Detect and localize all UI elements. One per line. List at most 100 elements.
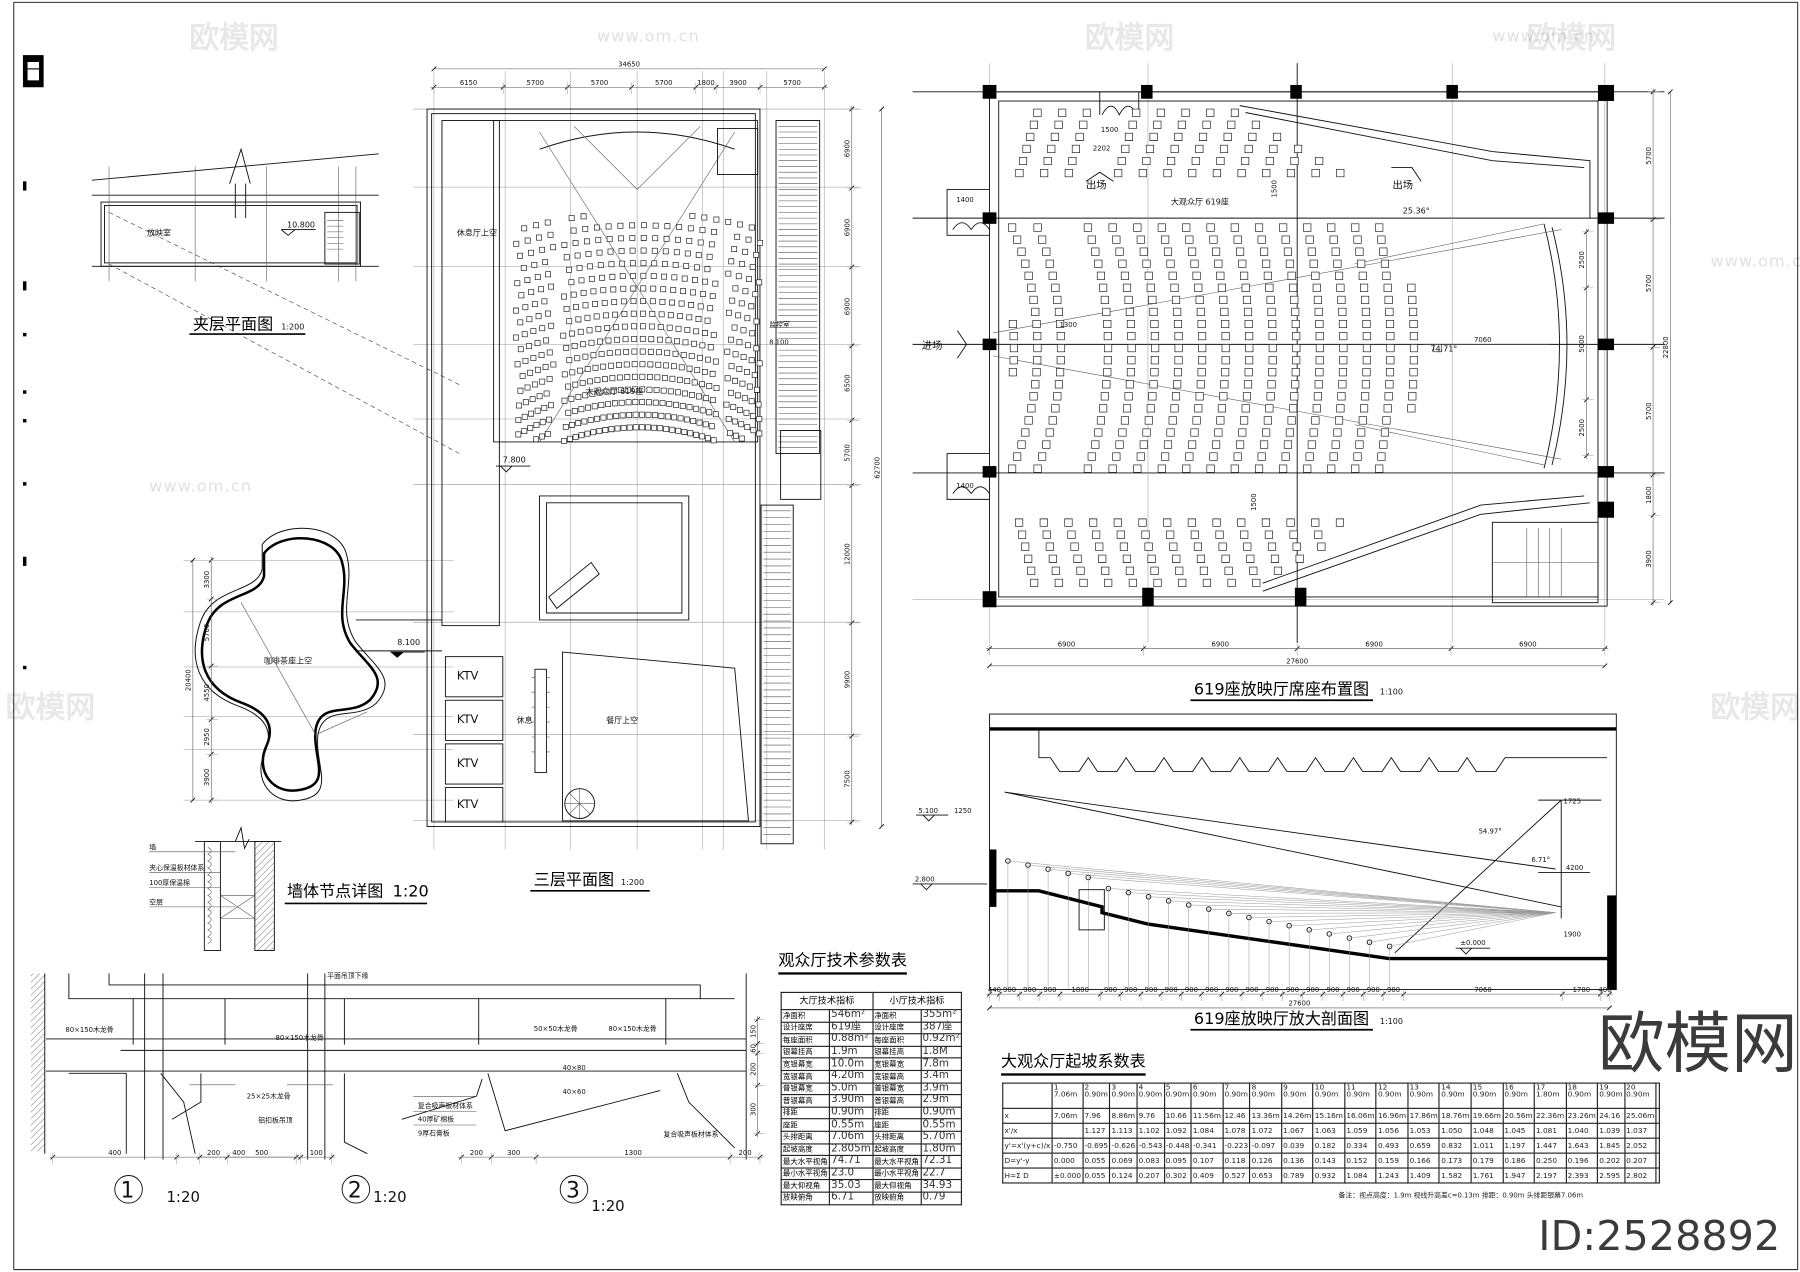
dimension-label: 1300 (624, 1149, 642, 1157)
coefficient-cell: 1.039 (1596, 1122, 1626, 1139)
param-name: 头排距离 (780, 1130, 830, 1144)
coefficient-cell: 0.069 (1109, 1152, 1138, 1169)
param-value: 0.79 (920, 1191, 962, 1205)
dimension-label: 6900 (1519, 640, 1537, 648)
detail-scale: 1:20 (166, 1188, 199, 1206)
dim-label: 1900 (1564, 931, 1581, 939)
coefficient-cell: 16.96m (1375, 1107, 1409, 1124)
coefficient-cell: 10.66 (1163, 1107, 1192, 1124)
coefficient-cell: 11.56m (1190, 1107, 1224, 1124)
param-name: 放映俯角 (871, 1191, 922, 1205)
param-value: 74.71 (828, 1155, 874, 1169)
drawing-title: 619座放映厅放大剖面图 (1194, 1009, 1369, 1028)
param-name: 普银幕高 (871, 1094, 922, 1108)
coefficient-cell: -0.750 (1051, 1137, 1084, 1154)
coefficient-cell: 1.113 (1109, 1122, 1138, 1139)
detail-number: 3 (566, 1178, 580, 1203)
coefficient-cell: -0.695 (1082, 1137, 1111, 1154)
exit-label: 出场 (1392, 178, 1413, 191)
dimension-label: 5700 (843, 444, 851, 462)
dim-label: 1300 (1060, 321, 1078, 329)
dimension-label: 6900 (843, 219, 851, 237)
dimension-label: 900 (1387, 986, 1400, 994)
coefficient-cell: 0.250 (1533, 1152, 1567, 1169)
coefficient-cell: 2.802 (1623, 1167, 1657, 1184)
coefficient-cell: 0.932 (1312, 1167, 1346, 1184)
coefficient-cell: 1.037 (1623, 1122, 1657, 1139)
coefficient-cell: 1.067 (1280, 1122, 1314, 1139)
ceiling-label: 复合吸声板材体系 (664, 1129, 719, 1138)
dimension-label: 5700 (655, 79, 673, 87)
dimension-label: 900 (1023, 986, 1036, 994)
coefficient-cell: 0.302 (1163, 1167, 1192, 1184)
row-number-header: 7 0.90m (1222, 1082, 1251, 1109)
param-name: 宽银幕宽 (871, 1057, 922, 1071)
drawing-title: 三层平面图 (534, 870, 614, 889)
slope-table-note: 备注：视点高度：1.9m 视线升高差c=0.13m 排距：0.90m 头排距银幕… (1338, 1191, 1584, 1200)
dimension-label: 900 (1124, 986, 1137, 994)
dimension-label: 400 (232, 1149, 245, 1157)
coefficient-cell: 2.393 (1565, 1167, 1599, 1184)
coefficient-cell: 1.040 (1565, 1122, 1599, 1139)
row-number-header: 12 0.90m (1375, 1082, 1409, 1109)
param-name: 宽银幕高 (871, 1069, 922, 1084)
dimension-label: 5700 (527, 79, 545, 87)
coefficient-cell: 17.86m (1407, 1107, 1441, 1124)
dimension-label: 2500 (1578, 419, 1586, 437)
dim-label: 1400 (956, 482, 974, 490)
coefficient-cell: 1.643 (1565, 1137, 1599, 1154)
dimension-label: 5700 (1645, 147, 1653, 165)
param-value: 546m² (828, 1009, 874, 1023)
dimension-label: 500 (255, 1149, 268, 1157)
dimension-label: 900 (1003, 986, 1016, 994)
ceiling-label: 复合吸声板材体系 (418, 1101, 473, 1110)
drawing-scale: 1:100 (1380, 688, 1403, 697)
coefficient-cell: 18.76m (1438, 1107, 1472, 1124)
param-name: 放映俯角 (780, 1191, 830, 1205)
param-name: 设计座席 (871, 1021, 922, 1035)
ceiling-label: 40厚矿棉板 (418, 1115, 454, 1124)
coefficient-cell: 0.207 (1136, 1167, 1165, 1184)
note-label: 空层 (149, 898, 163, 907)
param-value: 0.90m (920, 1106, 962, 1120)
coefficient-cell: 0.055 (1082, 1167, 1111, 1184)
coefficient-cell: 22.36m (1533, 1107, 1567, 1124)
watermark-brand: 欧模网 (1527, 21, 1616, 56)
coefficient-cell: 2.197 (1533, 1167, 1567, 1184)
dimension-label: 3900 (203, 768, 211, 785)
sheet-frame (13, 1, 1799, 1271)
dimension-label: 3900 (1645, 550, 1653, 568)
param-value: 7.06m (828, 1130, 874, 1144)
param-value: 3.9m (920, 1082, 962, 1096)
coefficient-cell: -0.223 (1222, 1137, 1251, 1154)
param-name: 普银幕宽 (780, 1082, 830, 1096)
coefficient-cell: 1.011 (1470, 1137, 1504, 1154)
param-value: 23.0 (828, 1167, 874, 1181)
dimension-total: 27600 (1289, 1000, 1311, 1008)
param-value: 3.90m (828, 1094, 874, 1108)
watermark-brand-large: 欧模网 (1597, 1004, 1798, 1083)
coefficient-cell: 0.152 (1344, 1152, 1377, 1169)
control-room-elevation: 8.100 (769, 338, 789, 346)
dimension-label: 60 (749, 1044, 757, 1053)
column-header: 大厅技术指标 (780, 991, 874, 1011)
param-value: 355m² (920, 1009, 962, 1023)
dimension-label: 6900 (1058, 640, 1076, 648)
level-label: 2.800 (915, 876, 935, 884)
coefficient-cell: 0.095 (1163, 1152, 1192, 1169)
param-value: 10.0m (828, 1057, 874, 1071)
dimension-label: 1800 (697, 79, 715, 87)
dimension-label: 200 (207, 1149, 220, 1157)
stair-strip (775, 120, 821, 454)
angle-label: 25.36° (1403, 207, 1430, 216)
param-value: 5.70m (920, 1130, 962, 1144)
dimension-label: 5000 (1578, 335, 1586, 353)
corner-cell (1002, 1082, 1053, 1109)
